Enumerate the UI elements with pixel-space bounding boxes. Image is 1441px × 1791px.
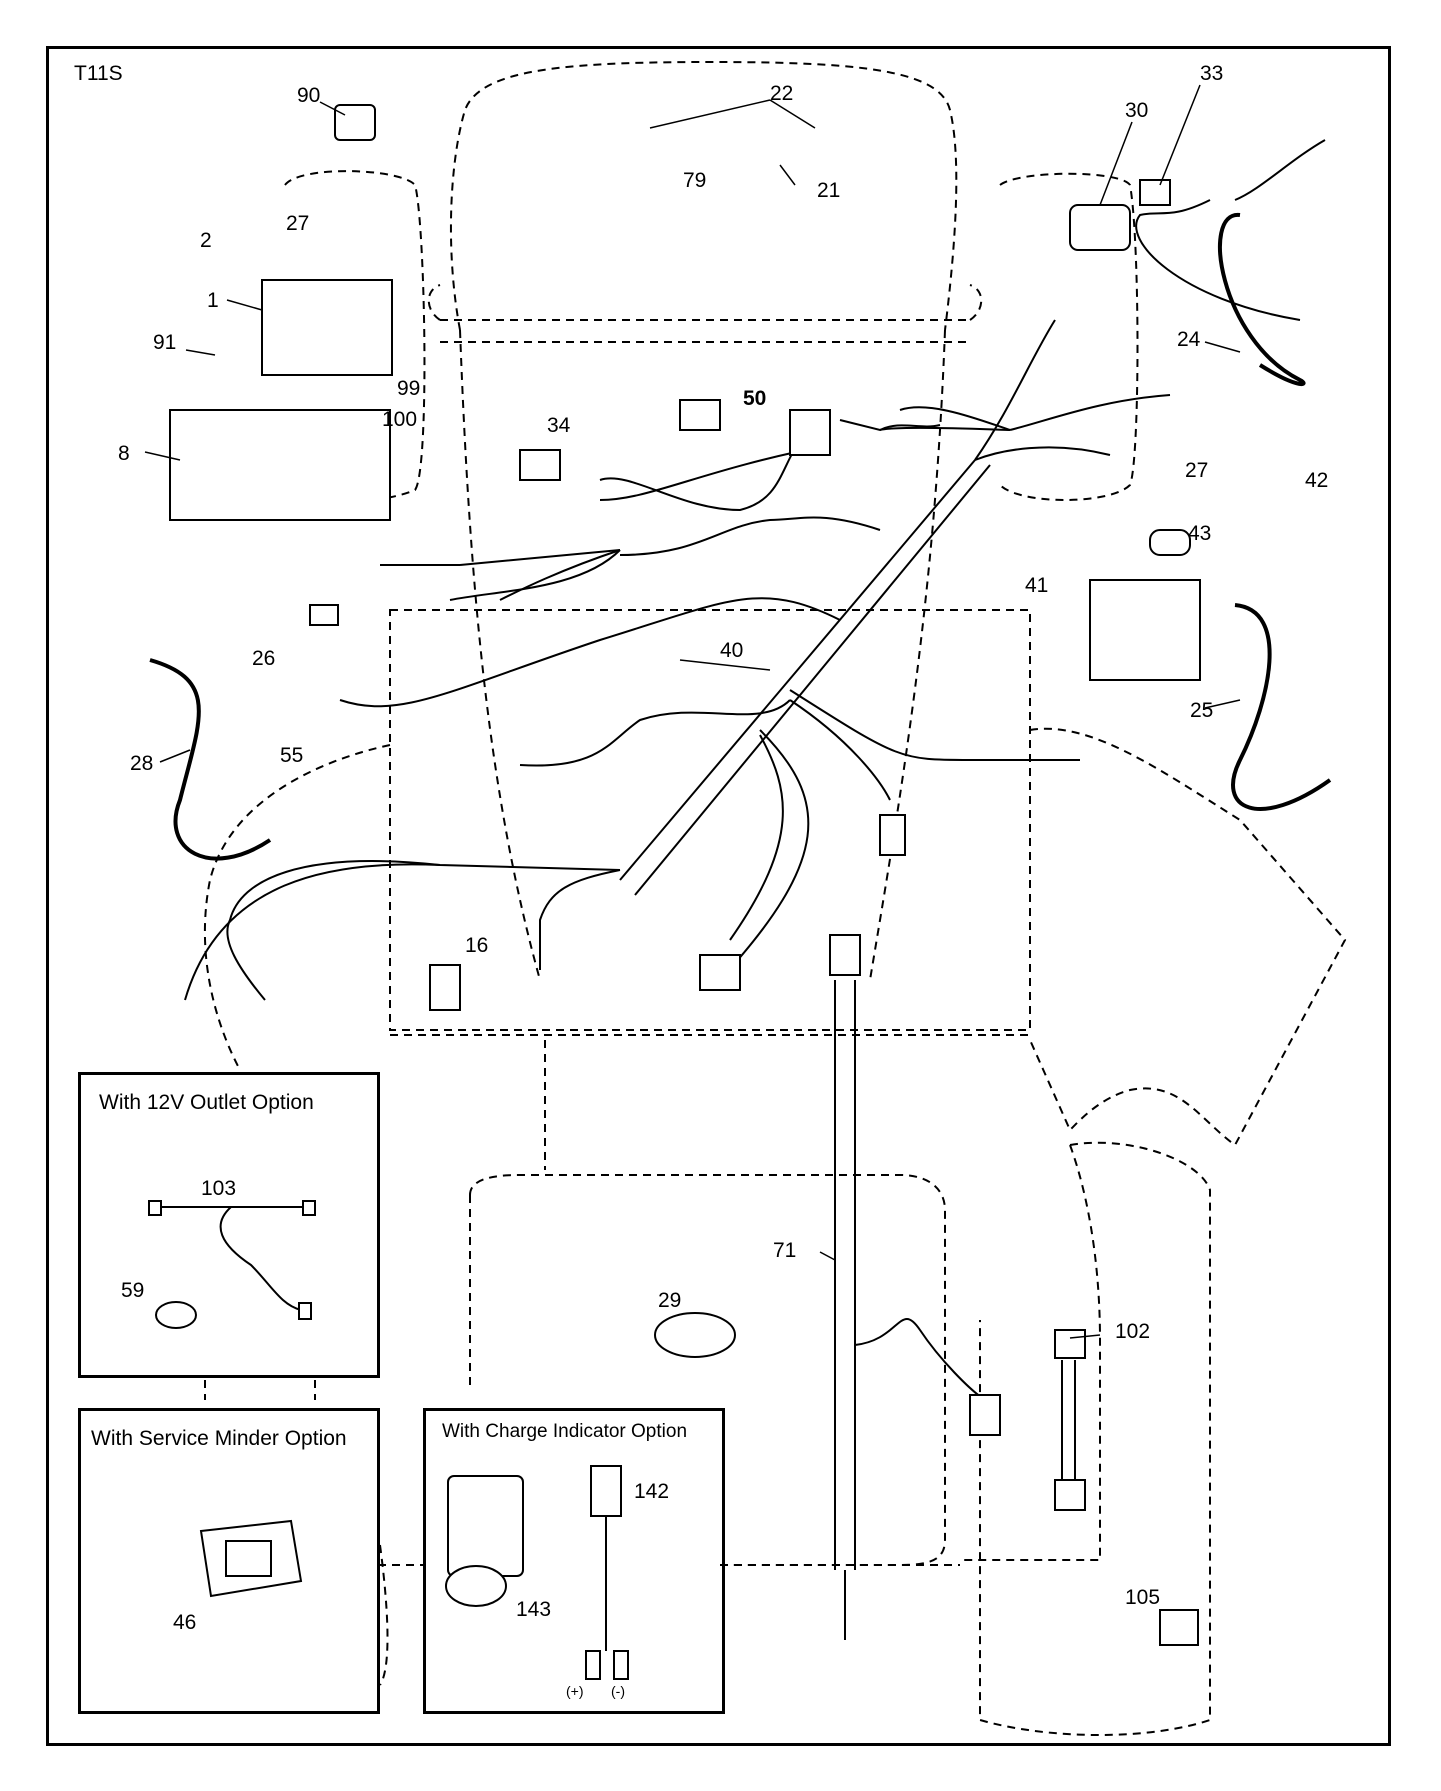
label-71: 71 — [773, 1239, 796, 1262]
label-40: 40 — [720, 639, 743, 662]
inset-service-minder-title: With Service Minder Option — [91, 1427, 347, 1450]
label-142: 142 — [634, 1480, 669, 1503]
inset-charge-indicator-title: With Charge Indicator Option — [442, 1421, 688, 1442]
chassis-outline — [203, 60, 1347, 1736]
label-27a: 27 — [286, 212, 309, 235]
connector-71-glyph — [829, 934, 861, 976]
inset-service-minder-art: 46 — [173, 1519, 303, 1634]
label-79: 79 — [683, 169, 706, 192]
label-29: 29 — [658, 1289, 681, 1312]
part-105-glyph — [1159, 1609, 1199, 1646]
diagram-code: T11S — [74, 62, 123, 85]
label-102: 102 — [1115, 1320, 1150, 1343]
part-33-glyph — [1139, 179, 1171, 206]
label-103: 103 — [201, 1177, 236, 1200]
fuse-26-glyph — [309, 604, 339, 626]
label-143: 143 — [516, 1598, 551, 1621]
inset-12v-outlet-art: 103 59 — [121, 1177, 316, 1329]
label-30: 30 — [1125, 99, 1148, 122]
leader-lines — [144, 84, 1241, 1339]
label-41: 41 — [1025, 574, 1048, 597]
label-105: 105 — [1125, 1586, 1160, 1609]
connector-71b-glyph — [969, 1394, 1001, 1436]
label-33: 33 — [1200, 62, 1223, 85]
label-90: 90 — [297, 84, 320, 107]
part-90-glyph — [334, 104, 376, 141]
grommet-29-glyph — [654, 1312, 736, 1358]
label-glyph — [789, 409, 831, 456]
label-2: 2 — [200, 229, 212, 252]
solenoid-glyph — [1089, 579, 1201, 681]
label-91: 91 — [153, 331, 176, 354]
label-21: 21 — [817, 179, 840, 202]
ignition-glyph — [1069, 204, 1131, 251]
label-100: 100 — [382, 408, 417, 431]
part-labels: 90 22 79 21 30 33 27 2 1 91 99 100 8 24 … — [118, 62, 1328, 1609]
label-34: 34 — [547, 414, 571, 437]
switch-34-glyph — [519, 449, 561, 481]
label-8: 8 — [118, 442, 130, 465]
inset-12v-outlet: With 12V Outlet Option 103 59 — [78, 1072, 380, 1378]
label-55: 55 — [280, 744, 303, 767]
label-28: 28 — [130, 752, 153, 775]
label-minus: (-) — [611, 1683, 625, 1699]
part-102-top-glyph — [1054, 1329, 1086, 1359]
inset-service-minder: With Service Minder Option 46 — [78, 1408, 380, 1714]
label-25: 25 — [1190, 699, 1213, 722]
diagram-frame — [46, 46, 1391, 1746]
label-59: 59 — [121, 1279, 144, 1302]
wiring-harness — [149, 139, 1332, 1640]
component-glyphs — [169, 104, 1201, 1646]
inset-charge-indicator-art: 142 143 (+) (-) — [445, 1465, 669, 1699]
part-102-bottom-glyph — [1054, 1479, 1086, 1511]
label-99: 99 — [397, 377, 420, 400]
relay-16-glyph — [429, 964, 461, 1011]
boot-42-glyph — [1149, 529, 1191, 556]
label-42: 42 — [1305, 469, 1328, 492]
label-24: 24 — [1177, 328, 1201, 351]
label-plus: (+) — [566, 1683, 584, 1699]
label-16: 16 — [465, 934, 488, 957]
label-43: 43 — [1188, 522, 1211, 545]
label-26: 26 — [252, 647, 275, 670]
connector-40b-glyph — [879, 814, 906, 856]
label-22: 22 — [770, 82, 793, 105]
battery-tray-glyph — [169, 409, 391, 521]
switch-50-glyph — [679, 399, 721, 431]
label-27b: 27 — [1185, 459, 1208, 482]
label-1: 1 — [207, 289, 219, 312]
inset-12v-outlet-title: With 12V Outlet Option — [99, 1091, 314, 1114]
battery-glyph — [261, 279, 393, 376]
label-50: 50 — [743, 387, 766, 410]
inset-charge-indicator: With Charge Indicator Option 142 143 (+)… — [423, 1408, 725, 1714]
label-46: 46 — [173, 1611, 196, 1634]
connector-40c-glyph — [699, 954, 741, 991]
